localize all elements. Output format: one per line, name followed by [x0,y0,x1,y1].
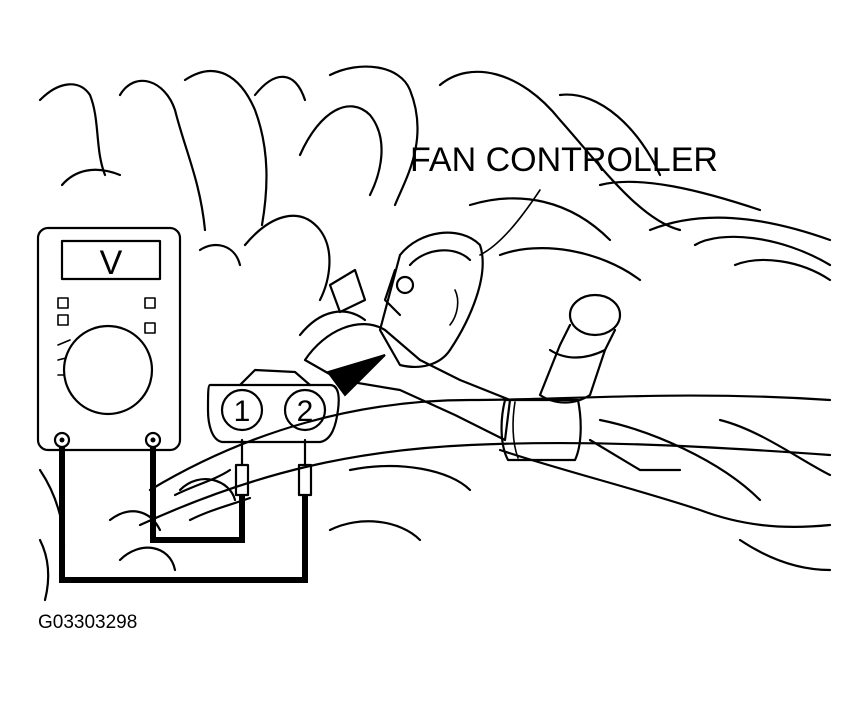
meter-indicator [144,322,156,334]
label-leader-line [479,189,541,256]
fan-controller-housing [378,231,484,368]
component-label: FAN CONTROLLER [410,141,718,179]
bolt [538,293,622,404]
test-probes [234,438,313,497]
meter-dial [62,324,154,416]
figure-code: G03303298 [38,612,137,633]
pointer-arrow [326,354,386,397]
meter-display [60,239,162,281]
terminal-2 [283,388,327,432]
meter-display-symbol: V [100,244,123,282]
terminal-1-label: 1 [234,395,251,428]
harness-connector [238,323,512,442]
terminal-1 [220,388,264,432]
voltmeter [36,226,182,452]
meter-indicator [57,297,69,309]
connector-face [206,383,340,444]
hose-clamp [500,398,582,462]
meter-leads [59,447,308,583]
terminal-2-label: 2 [297,395,314,428]
meter-indicator [144,297,156,309]
meter-indicator [57,314,69,326]
